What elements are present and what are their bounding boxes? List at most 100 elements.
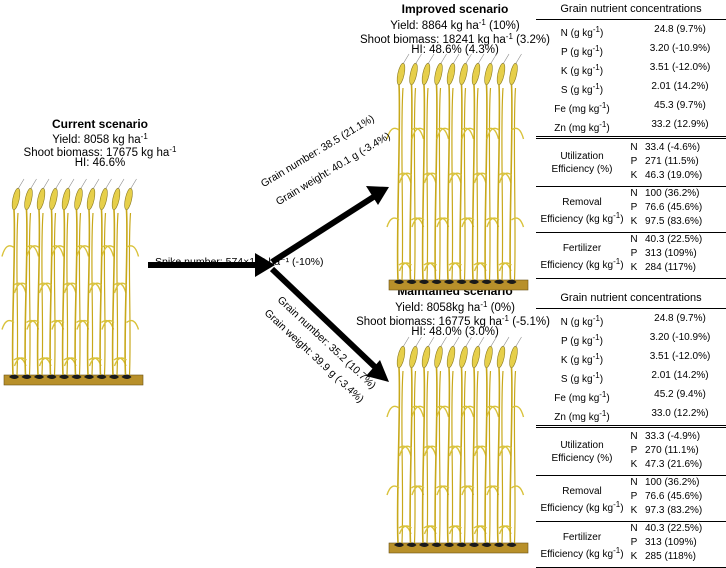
awn: [465, 53, 472, 65]
stem: [513, 87, 517, 281]
element-symbol: K: [630, 170, 638, 181]
awn: [402, 53, 410, 65]
stem: [91, 212, 94, 376]
leaf: [101, 319, 115, 330]
root: [481, 542, 492, 547]
current-biomass: Shoot biomass: 17675 kg ha-1: [23, 145, 177, 159]
leaf: [498, 172, 512, 184]
leaf: [411, 127, 425, 140]
leaf: [486, 405, 500, 418]
leaf: [76, 245, 90, 257]
leaf: [13, 282, 27, 294]
leaf: [461, 127, 475, 140]
wheat-ear: [484, 345, 493, 369]
leaf: [498, 445, 512, 457]
leaf: [498, 262, 512, 272]
stem: [409, 367, 413, 544]
wheat-ear: [421, 62, 431, 86]
awn: [67, 178, 75, 190]
stem: [128, 212, 132, 376]
awn: [440, 336, 447, 348]
leaf: [461, 405, 475, 418]
root: [456, 279, 467, 284]
wheat-ear: [496, 345, 506, 369]
wheat-ear: [459, 345, 468, 369]
root: [469, 542, 479, 547]
stem: [451, 87, 454, 281]
leaf: [51, 319, 65, 330]
stem: [66, 212, 69, 376]
root: [46, 374, 57, 379]
stem: [409, 84, 413, 281]
wheat-ear: [61, 187, 71, 211]
leaf: [126, 245, 140, 257]
leaf: [473, 445, 487, 457]
awn: [502, 53, 510, 65]
efficiency-value: 97.5 (83.6%): [645, 216, 703, 227]
stem: [471, 84, 476, 281]
stem: [36, 209, 41, 376]
stem: [396, 367, 401, 544]
stem: [74, 209, 78, 376]
stem: [476, 370, 479, 544]
nutrient-row: N (g kg-1)24.8 (9.7%): [536, 309, 726, 328]
element-symbol: P: [630, 248, 638, 259]
leaf: [126, 319, 140, 330]
wheat-ear: [509, 62, 518, 86]
wheat-ear: [409, 62, 418, 86]
stem: [484, 84, 488, 281]
leaf: [436, 405, 450, 418]
stem: [501, 87, 504, 281]
table-header: Grain nutrient concentrations: [536, 289, 726, 309]
stem: [49, 209, 53, 376]
improved-scenario-title: Improved scenario: [401, 2, 509, 16]
wheat-ear: [496, 62, 506, 86]
wheat-ear: [99, 187, 108, 211]
nutrient-value: 2.01 (14.2%): [651, 81, 709, 92]
leaf: [423, 262, 437, 272]
element-symbol: N: [630, 188, 638, 199]
root: [431, 542, 442, 547]
wheat-plants-current: [1, 178, 144, 386]
nutrient-value: 24.8 (9.7%): [654, 313, 706, 324]
leaf: [88, 357, 102, 367]
stem: [111, 209, 116, 376]
leaf: [398, 525, 412, 535]
efficiency-value: 33.3 (-4.9%): [645, 431, 701, 442]
awn: [490, 53, 497, 65]
nutrient-row: N (g kg-1)24.8 (9.7%): [536, 20, 726, 39]
awn: [415, 53, 422, 65]
efficiency-value: 100 (36.2%): [645, 477, 700, 488]
efficiency-value: 313 (109%): [645, 248, 697, 259]
nutrient-value: 3.20 (-10.9%): [649, 43, 711, 54]
stem: [426, 87, 429, 281]
root: [506, 279, 517, 284]
stem: [438, 370, 442, 544]
maintained-yield: Yield: 8058kg ha-1 (0%): [395, 300, 515, 314]
root: [84, 374, 94, 379]
leaf: [38, 357, 52, 367]
stem: [124, 209, 128, 376]
nutrient-value: 3.51 (-12.0%): [649, 62, 711, 73]
element-symbol: K: [630, 459, 638, 470]
nutrient-row: P (g kg-1)3.20 (-10.9%): [536, 39, 726, 58]
leaf: [113, 357, 127, 367]
awn: [452, 53, 460, 65]
awn: [55, 178, 62, 190]
wheat-ear: [434, 345, 443, 369]
stem: [463, 87, 467, 281]
nutrient-value: 3.51 (-12.0%): [649, 351, 711, 362]
root: [34, 374, 44, 379]
root: [444, 542, 454, 547]
soil-strip: [388, 542, 529, 554]
leaf: [398, 445, 412, 457]
stem: [401, 370, 404, 544]
awn: [30, 178, 37, 190]
stem: [413, 87, 417, 281]
awn: [427, 336, 435, 348]
stem: [41, 212, 44, 376]
root: [109, 374, 119, 379]
leaf: [113, 282, 127, 294]
stem: [401, 87, 404, 281]
